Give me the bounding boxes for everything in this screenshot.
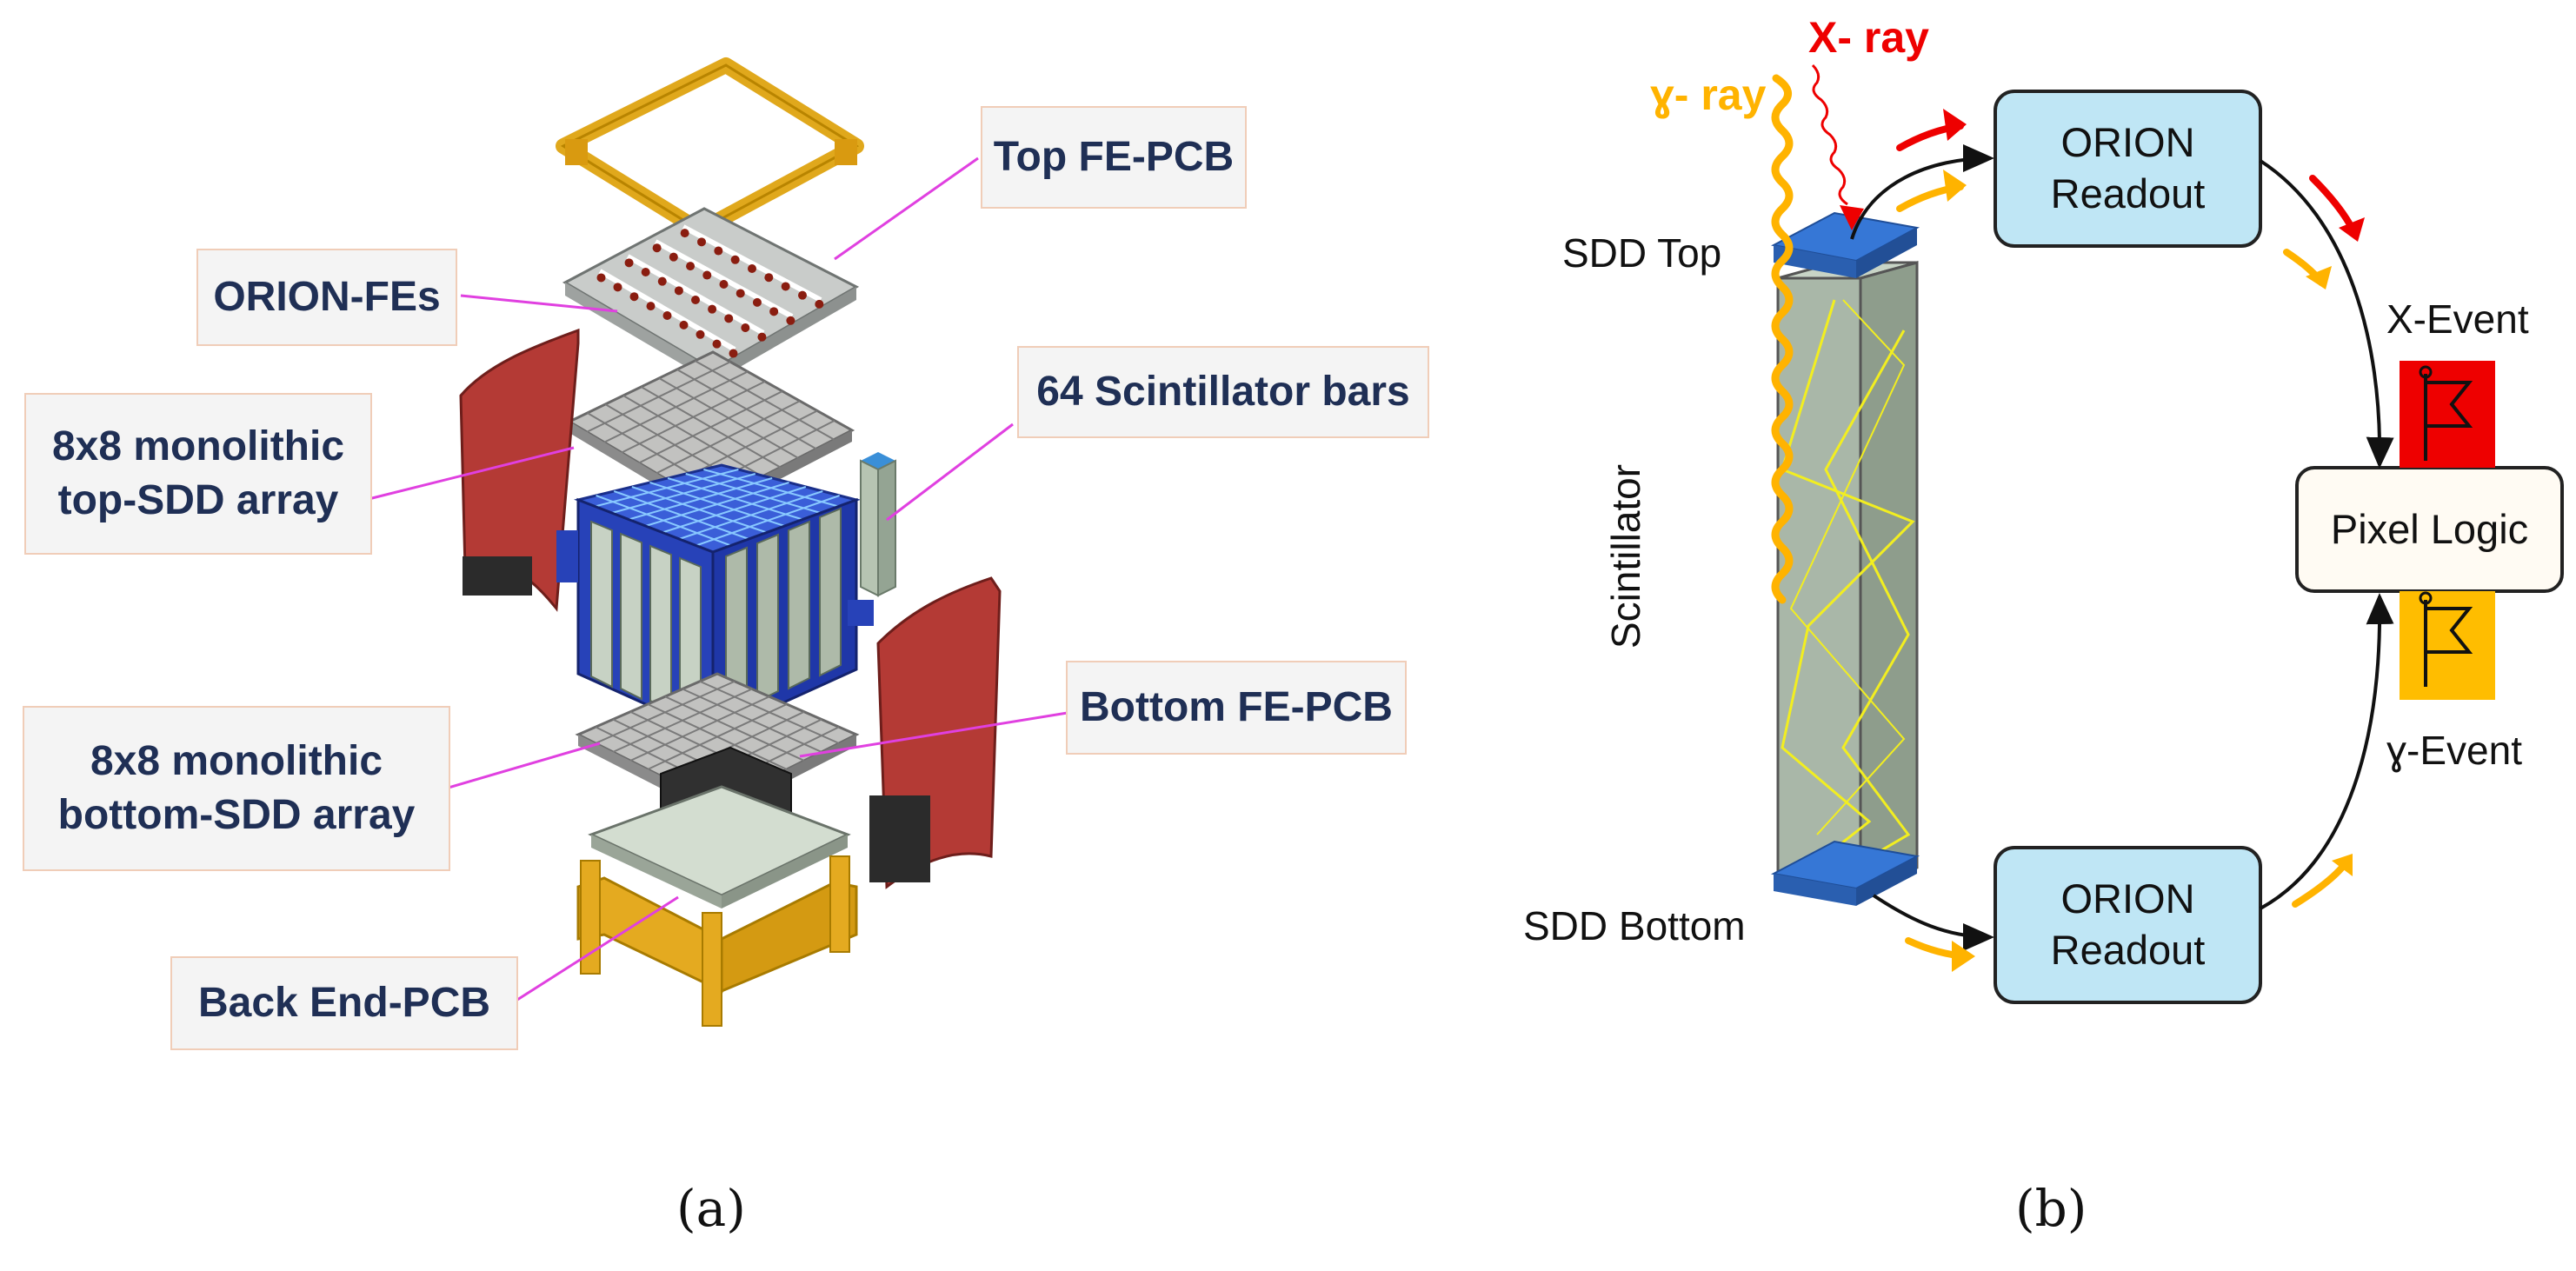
callout-back-end-pcb-text: Back End-PCB — [197, 979, 491, 1026]
callout-leaders — [364, 156, 1079, 1001]
orion-readout-bottom — [1994, 846, 2262, 1004]
pixel-logic-label: Pixel Logic — [2330, 505, 2529, 552]
callout-top-fe-pcb: Top FE-PCB — [981, 106, 1247, 209]
sdd-bottom-label: SDD Bottom — [1523, 903, 1746, 948]
gamma-ray-label: ɣ- ray — [1650, 70, 1767, 119]
signal-arrows — [1850, 144, 2394, 951]
callout-bottom-sdd-array: 8x8 monolithic bottom-SDD array — [23, 706, 450, 871]
callout-bottom-sdd-line2: bottom-SDD array — [57, 792, 416, 838]
right-flex-connector — [869, 795, 930, 882]
readout-top-line1: ORION — [2060, 119, 2195, 166]
single-scintillator-bar — [860, 452, 896, 597]
sdd-top-element — [1771, 211, 1920, 278]
top-gold-frame — [556, 57, 864, 238]
gamma-event-flag — [2400, 591, 2495, 700]
top-fe-pcb-board — [562, 207, 860, 383]
back-end-pcb-board — [588, 785, 851, 908]
callout-back-end-pcb: Back End-PCB — [170, 956, 518, 1050]
readout-bottom-line2: Readout — [2050, 927, 2206, 973]
callout-top-sdd-line1: 8x8 monolithic — [51, 423, 345, 469]
orion-readout-top — [1994, 90, 2262, 248]
callout-orion-fes-text: ORION-FEs — [213, 273, 441, 320]
callout-bottom-sdd-line1: 8x8 monolithic — [90, 737, 383, 784]
orion-fe-chips — [596, 224, 824, 358]
indicator-arrows — [1896, 109, 2365, 972]
pixel-logic-text: Pixel Logic — [2297, 468, 2562, 591]
caption-a: (a) — [676, 1179, 746, 1238]
gamma-event-label: ɣ-Event — [2386, 728, 2522, 773]
bottom-gold-frame — [576, 855, 858, 1027]
sdd-bottom-element — [1770, 840, 1920, 906]
sdd-top-label: SDD Top — [1562, 230, 1722, 276]
scintillator-column — [1776, 261, 1919, 889]
caption-b: (b) — [2015, 1179, 2087, 1238]
callout-top-fe-pcb-text: Top FE-PCB — [993, 133, 1235, 180]
callout-scintillator-bars: 64 Scintillator bars — [1017, 346, 1429, 438]
x-event-flag — [2400, 361, 2495, 468]
gamma-ray-path — [1771, 74, 1794, 604]
callout-top-sdd-array: 8x8 monolithic top-SDD array — [24, 393, 372, 555]
callout-top-sdd-line2: top-SDD array — [57, 477, 339, 523]
readout-top-text: ORION Readout — [1995, 91, 2260, 246]
callout-bottom-fe-pcb-text: Bottom FE-PCB — [1080, 683, 1393, 730]
x-event-label: X-Event — [2386, 296, 2529, 342]
readout-bottom-text: ORION Readout — [1995, 848, 2260, 1002]
readout-top-line2: Readout — [2050, 170, 2206, 216]
x-ray-path — [1811, 63, 1848, 206]
readout-schematic — [1770, 63, 2564, 1004]
exploded-assembly — [459, 57, 1002, 1027]
scintillator-label: Scintillator — [1603, 463, 1648, 649]
callout-bottom-fe-pcb: Bottom FE-PCB — [1066, 661, 1407, 755]
left-flex-connector — [463, 556, 532, 596]
x-ray-label: X- ray — [1808, 13, 1929, 62]
callout-orion-fes: ORION-FEs — [196, 249, 457, 346]
callout-scintillator-bars-text: 64 Scintillator bars — [1036, 368, 1410, 415]
readout-bottom-line1: ORION — [2060, 875, 2195, 922]
x-ray-arrowhead — [1840, 205, 1864, 230]
